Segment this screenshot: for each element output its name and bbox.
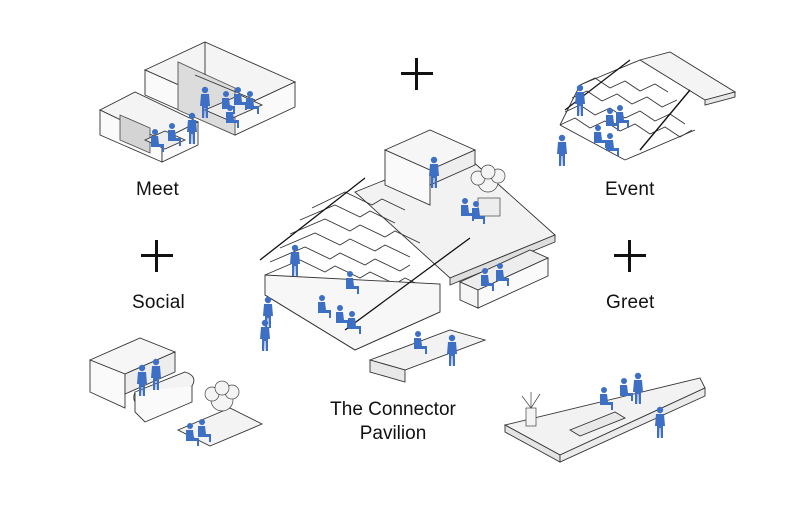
event-figures [557,84,629,166]
title-line-1: The Connector [330,399,456,420]
plus-icon-left [141,240,173,272]
greet-illustration [503,377,706,463]
plus-icon-top [401,58,433,90]
diagram-title: The Connector Pavilion [318,398,468,446]
title-line-2: Pavilion [359,423,427,444]
label-greet: Greet [606,292,655,313]
vase-icon [521,392,541,427]
label-social: Social [132,292,185,313]
plant-icon [204,380,240,412]
plus-icon-right [614,240,646,272]
pavilion-illustration [259,129,556,383]
label-event: Event [605,179,655,200]
label-meet: Meet [136,179,180,200]
event-illustration [559,51,737,161]
tree-icon [470,164,506,217]
meet-illustration [98,41,297,163]
